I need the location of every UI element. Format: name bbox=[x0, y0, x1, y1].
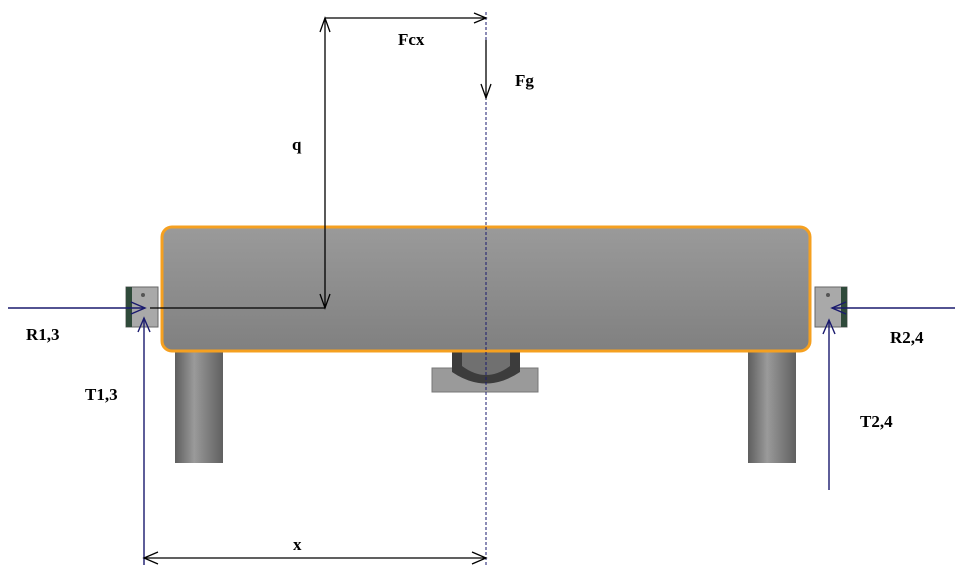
label-fg: Fg bbox=[515, 71, 534, 90]
label-fcx: Fcx bbox=[398, 30, 425, 49]
fcx-arrow bbox=[325, 12, 488, 24]
right-leg bbox=[748, 345, 796, 463]
label-x: x bbox=[293, 535, 302, 554]
right-side-block bbox=[814, 286, 848, 328]
label-t13: T1,3 bbox=[85, 385, 118, 404]
label-q: q bbox=[292, 135, 302, 154]
label-r24: R2,4 bbox=[890, 328, 924, 347]
fg-arrow bbox=[480, 40, 492, 100]
left-leg bbox=[175, 345, 223, 463]
r24-arrow bbox=[830, 301, 955, 315]
t13-arrow bbox=[137, 316, 151, 565]
x-dimension bbox=[142, 551, 488, 565]
r13-arrow bbox=[8, 301, 147, 315]
t24-arrow bbox=[822, 318, 836, 490]
q-arrow bbox=[150, 16, 331, 310]
label-r13: R1,3 bbox=[26, 325, 60, 344]
label-t24: T2,4 bbox=[860, 412, 893, 431]
center-mount bbox=[431, 350, 539, 393]
